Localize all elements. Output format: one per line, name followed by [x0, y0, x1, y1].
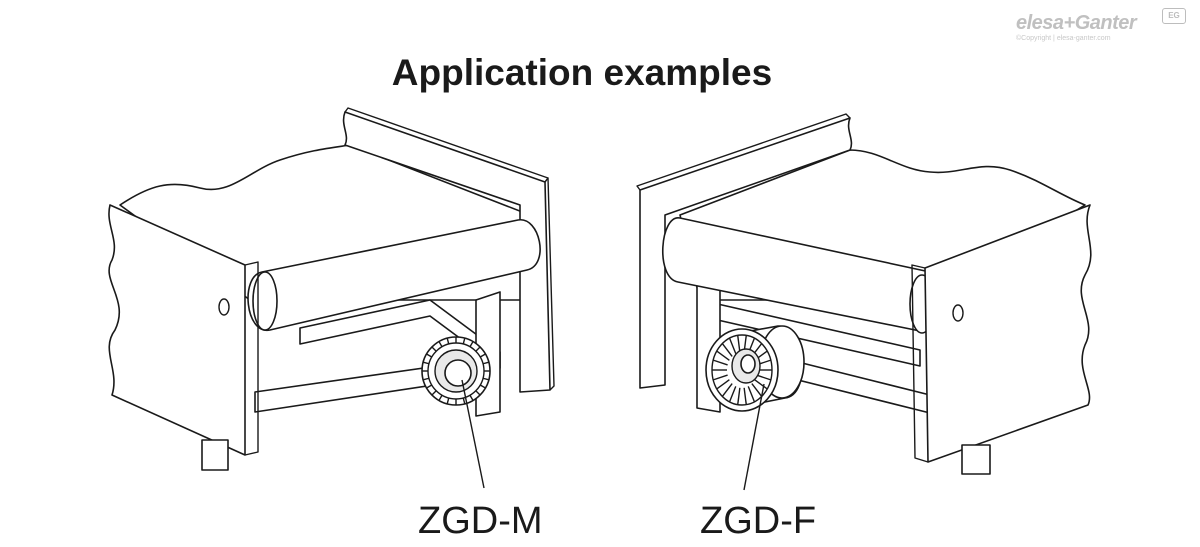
left-conveyor-assembly — [108, 107, 555, 489]
logo-badge: EG — [1162, 8, 1186, 24]
left-foot — [201, 439, 229, 471]
zgd-m-gear — [421, 336, 491, 406]
left-front-plate — [108, 204, 246, 456]
logo-copyright: ©Copyright | elesa-ganter.com — [1016, 35, 1111, 42]
brand-logo: elesa+Ganter EG ©Copyright | elesa-gante… — [1016, 8, 1186, 48]
right-conveyor-assembly — [636, 113, 1092, 491]
right-front-plate — [924, 204, 1092, 463]
zgd-f-gear — [705, 325, 805, 412]
right-foot — [961, 444, 991, 475]
label-zgd-f: ZGD-F — [700, 500, 817, 542]
left-back-plate — [342, 111, 551, 393]
leader-line-f — [743, 383, 765, 491]
left-roller — [247, 219, 541, 331]
right-back-plate — [639, 117, 853, 389]
label-zgd-m: ZGD-M — [418, 500, 543, 542]
logo-wordmark: elesa+Ganter — [1016, 12, 1137, 34]
right-cross-bar-lower — [789, 359, 931, 414]
page-title: Application examples — [391, 52, 773, 93]
left-roller-end — [252, 271, 278, 331]
leader-line-m — [461, 379, 485, 489]
